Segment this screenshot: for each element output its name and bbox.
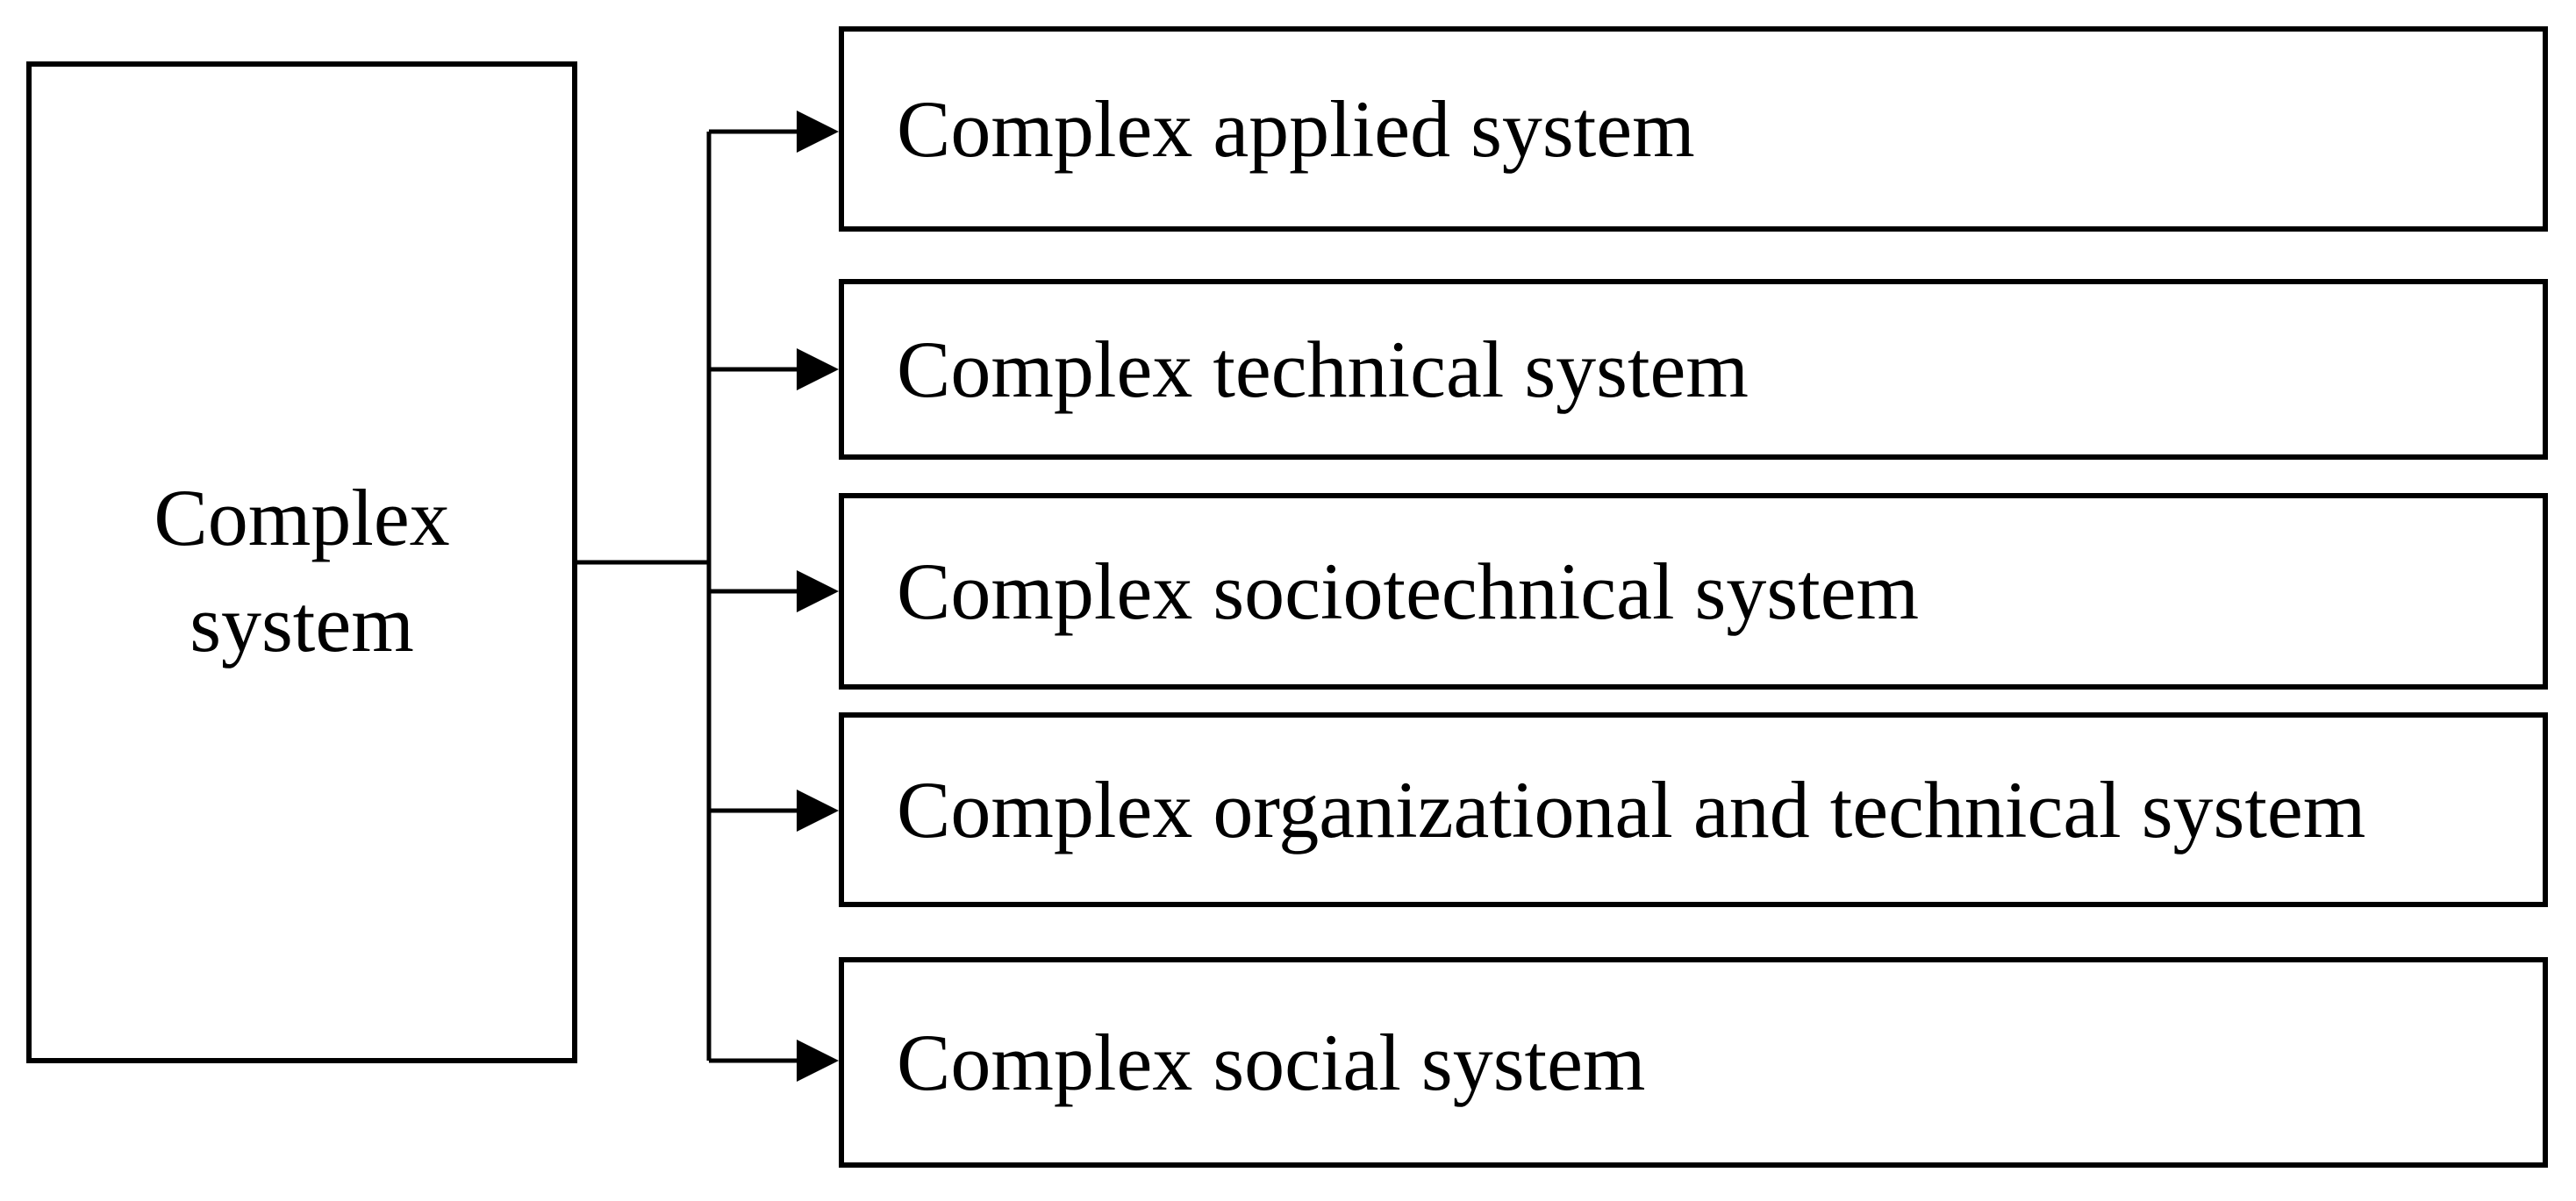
arrowhead-3 xyxy=(797,790,839,832)
arrowhead-2 xyxy=(797,570,839,612)
child-node-label: Complex technical system xyxy=(897,325,1749,414)
arrowhead-0 xyxy=(797,111,839,153)
arrowhead-1 xyxy=(797,348,839,390)
child-node-organizational-technical-system: Complex organizational and technical sys… xyxy=(839,712,2548,907)
child-node-label: Complex sociotechnical system xyxy=(897,547,1920,636)
root-node-label: Complex system xyxy=(154,473,450,668)
arrowhead-4 xyxy=(797,1040,839,1082)
child-node-applied-system: Complex applied system xyxy=(839,26,2548,232)
child-node-label: Complex applied system xyxy=(897,84,1695,174)
child-node-label: Complex social system xyxy=(897,1018,1646,1107)
root-node-complex-system: Complex system xyxy=(26,61,577,1063)
child-node-technical-system: Complex technical system xyxy=(839,279,2548,460)
child-node-label: Complex organizational and technical sys… xyxy=(897,765,2366,854)
child-node-sociotechnical-system: Complex sociotechnical system xyxy=(839,493,2548,690)
child-node-social-system: Complex social system xyxy=(839,957,2548,1168)
